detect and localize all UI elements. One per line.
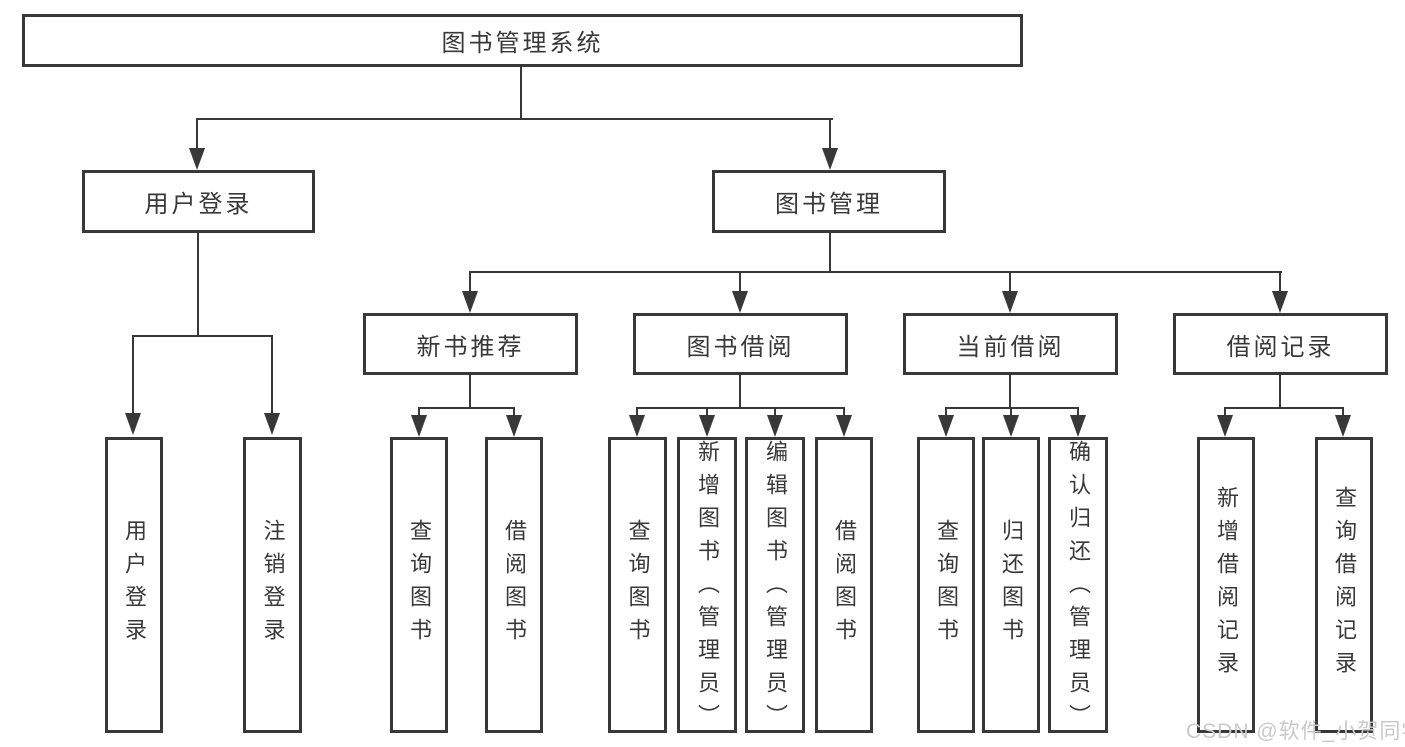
node-leaf-borrow-books: 借阅图书 — [815, 437, 873, 733]
edge-groupD-crossbar — [1224, 407, 1344, 409]
edge-root-crossbar — [196, 118, 833, 120]
edge-drop-logout-leaf — [271, 335, 273, 415]
edge-groupB-crossbar — [636, 407, 845, 409]
node-leaf-confirm-return-admin: 确认归还（管理员） — [1048, 437, 1108, 737]
node-leaf-edit-books-admin: 编辑图书（管理员） — [745, 437, 805, 737]
node-leaf-query-books-recommend: 查询图书 — [390, 437, 448, 733]
arrowhead-groupC-1 — [938, 415, 954, 437]
arrowhead-groupA-1 — [411, 415, 427, 437]
arrowhead-groupB-1 — [629, 415, 645, 437]
node-book-borrow: 图书借阅 — [633, 313, 848, 375]
arrowhead-borrow-record — [1272, 291, 1288, 313]
arrowhead-new-book — [462, 291, 478, 313]
edge-groupB-drop1 — [636, 407, 638, 417]
arrowhead-groupB-2 — [699, 415, 715, 437]
edge-drop-user-login — [196, 118, 198, 150]
node-leaf-return-books: 归还图书 — [982, 437, 1040, 733]
edge-groupA-crossbar — [418, 407, 515, 409]
arrowhead-groupB-3 — [767, 415, 783, 437]
arrowhead-groupD-1 — [1217, 415, 1233, 437]
arrowhead-groupA-2 — [506, 415, 522, 437]
node-leaf-query-borrow-record: 查询借阅记录 — [1315, 437, 1373, 733]
edge-book-mgmt-stem — [829, 233, 831, 271]
arrowhead-current-borrow — [1002, 291, 1018, 313]
arrowhead-book-mgmt — [822, 148, 838, 170]
edge-groupB-drop4 — [843, 407, 845, 417]
edge-drop-current-borrow — [1009, 271, 1011, 295]
arrowhead-login-leaf — [125, 413, 141, 435]
edge-groupC-drop2 — [1010, 407, 1012, 417]
edge-groupD-drop1 — [1224, 407, 1226, 417]
edge-groupC-stem — [1009, 375, 1011, 407]
arrowhead-groupC-3 — [1070, 415, 1086, 437]
edge-user-login-stem — [197, 233, 199, 335]
edge-groupD-stem — [1279, 375, 1281, 407]
edge-groupC-drop3 — [1077, 407, 1079, 417]
node-root: 图书管理系统 — [22, 14, 1023, 67]
edge-groupA-drop1 — [418, 407, 420, 417]
arrowhead-groupB-4 — [836, 415, 852, 437]
node-book-management: 图书管理 — [712, 170, 946, 233]
watermark: CSDN @软件_小贺同学 — [1186, 720, 1405, 743]
edge-groupA-stem — [469, 375, 471, 407]
node-current-borrow: 当前借阅 — [903, 313, 1118, 375]
node-leaf-user-login: 用户登录 — [105, 437, 163, 733]
node-leaf-add-borrow-record: 新增借阅记录 — [1197, 437, 1255, 733]
node-new-book-recommend: 新书推荐 — [363, 313, 578, 375]
edge-groupC-crossbar — [945, 407, 1079, 409]
edge-groupD-drop2 — [1342, 407, 1344, 417]
arrowhead-book-borrow — [732, 291, 748, 313]
edge-book-mgmt-crossbar — [469, 271, 1282, 273]
edge-root-stem — [520, 67, 522, 118]
edge-groupC-drop1 — [945, 407, 947, 417]
edge-groupB-stem — [739, 375, 741, 407]
edge-drop-book-mgmt — [829, 118, 831, 150]
node-leaf-logout: 注销登录 — [243, 437, 302, 733]
edge-groupB-drop3 — [774, 407, 776, 417]
arrowhead-groupD-2 — [1335, 415, 1351, 437]
edge-drop-book-borrow — [739, 271, 741, 295]
node-leaf-query-books-current: 查询图书 — [917, 437, 975, 733]
node-leaf-add-books-admin: 新增图书（管理员） — [677, 437, 737, 737]
edge-groupA-drop2 — [513, 407, 515, 417]
edge-drop-new-book — [469, 271, 471, 295]
node-borrow-record: 借阅记录 — [1173, 313, 1388, 375]
node-user-login: 用户登录 — [82, 170, 315, 233]
node-leaf-borrow-books-recommend: 借阅图书 — [485, 437, 543, 733]
edge-user-login-crossbar — [132, 335, 273, 337]
arrowhead-groupC-2 — [1003, 415, 1019, 437]
edge-drop-borrow-record — [1279, 271, 1281, 295]
edge-drop-login-leaf — [132, 335, 134, 415]
node-leaf-query-books-borrow: 查询图书 — [608, 437, 667, 733]
arrowhead-logout-leaf — [264, 413, 280, 435]
arrowhead-user-login — [189, 148, 205, 170]
edge-groupB-drop2 — [706, 407, 708, 417]
